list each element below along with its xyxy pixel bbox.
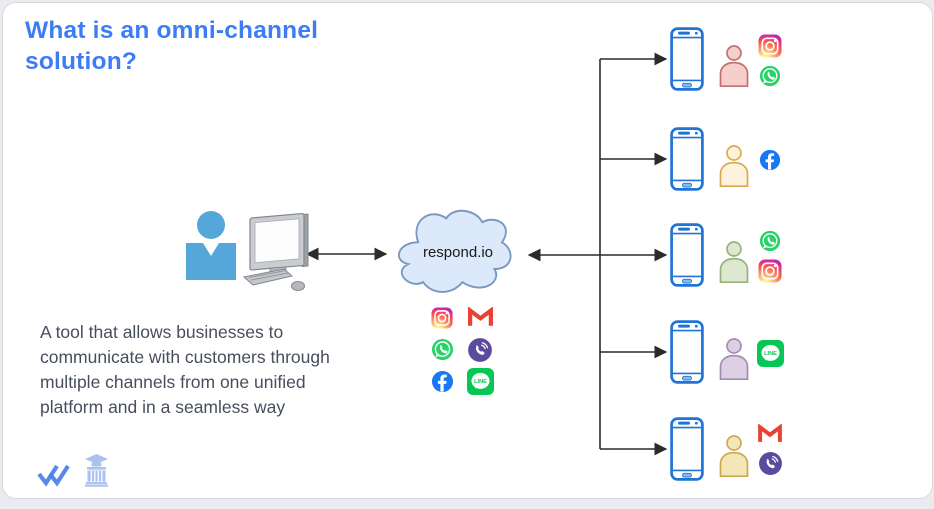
- smartphone-icon: [670, 320, 704, 389]
- cloud-label: respond.io: [422, 244, 494, 261]
- svg-text:LINE: LINE: [474, 379, 487, 385]
- customer-person-icon: [718, 435, 750, 482]
- customer-channel-icons: [755, 127, 785, 193]
- customer-person-icon: [718, 145, 750, 192]
- footer-logos: [36, 453, 110, 493]
- platform-channel-icons: LINE: [423, 302, 503, 397]
- gmail-icon: [467, 307, 494, 328]
- instagram-icon: [758, 34, 782, 58]
- smartphone-icon: [670, 27, 704, 96]
- customer-person-icon: [718, 241, 750, 288]
- customer-row: [670, 127, 790, 193]
- page-title: What is an omni-channel solution?: [25, 17, 319, 75]
- customer-row: [670, 27, 790, 93]
- customer-row: [670, 417, 790, 483]
- whatsapp-icon: [431, 338, 454, 361]
- business-user-icon: [184, 209, 242, 286]
- academy-building-icon: [83, 453, 110, 493]
- customer-row: [670, 223, 790, 289]
- viber-icon: [758, 451, 783, 476]
- gmail-icon: [757, 423, 783, 444]
- whatsapp-icon: [759, 230, 781, 252]
- computer-icon: [240, 205, 318, 298]
- smartphone-icon: [670, 417, 704, 486]
- smartphone-icon: [670, 223, 704, 292]
- instagram-icon: [431, 306, 453, 329]
- customer-channel-icons: [755, 417, 785, 483]
- customer-channel-icons: [755, 223, 785, 289]
- smartphone-icon: [670, 127, 704, 196]
- viber-icon: [467, 337, 493, 363]
- line-icon: LINE: [756, 339, 784, 367]
- description-text: A tool that allows businesses to communi…: [40, 322, 330, 417]
- double-check-logo-icon: [36, 462, 74, 493]
- whatsapp-icon: [759, 65, 781, 87]
- customer-channel-icons: LINE: [755, 320, 785, 386]
- customer-row: LINE: [670, 320, 790, 386]
- customer-person-icon: [718, 338, 750, 385]
- respondio-cloud: respond.io: [392, 206, 524, 304]
- line-icon: LINE: [466, 368, 494, 395]
- facebook-icon: [431, 370, 454, 393]
- svg-text:LINE: LINE: [764, 351, 777, 357]
- customer-person-icon: [718, 45, 750, 92]
- customer-channel-icons: [755, 27, 785, 93]
- instagram-icon: [758, 259, 782, 283]
- facebook-icon: [759, 149, 781, 171]
